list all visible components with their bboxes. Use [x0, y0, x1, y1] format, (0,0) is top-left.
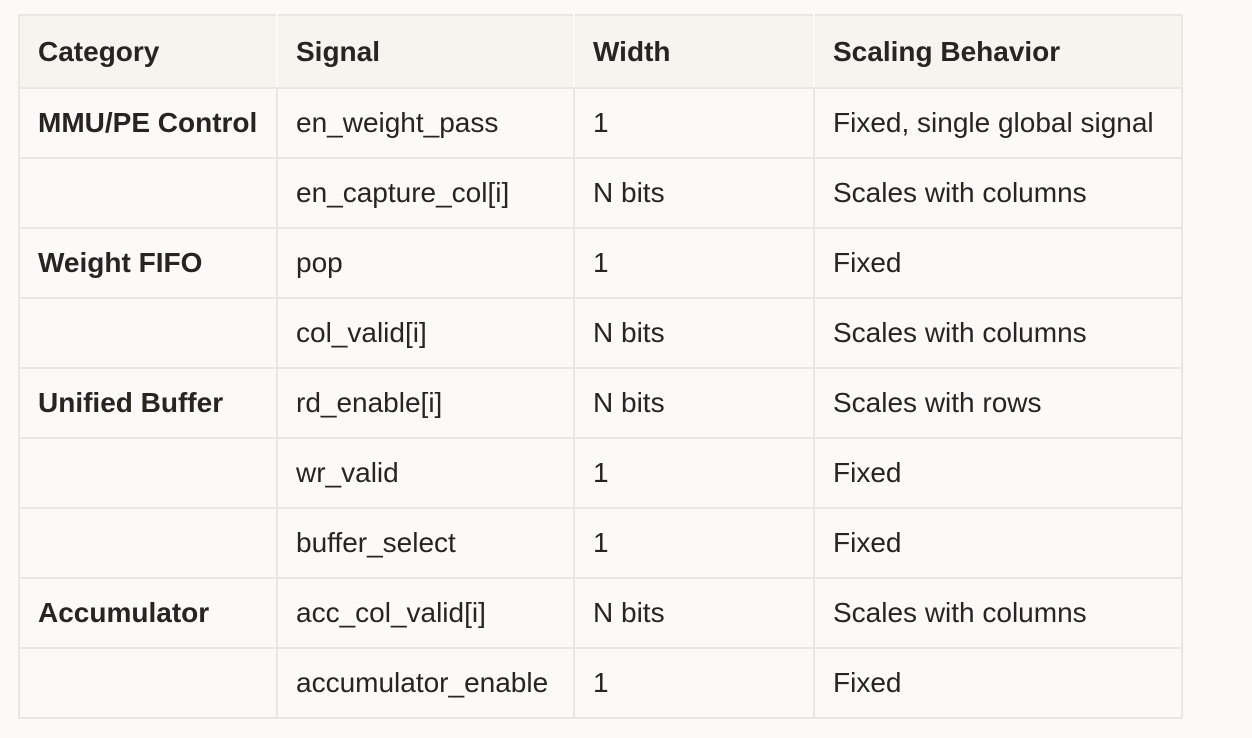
cell-signal: en_capture_col[i]	[276, 157, 575, 229]
table-body: MMU/PE Control en_weight_pass 1 Fixed, s…	[18, 87, 1183, 719]
cell-category	[18, 297, 278, 369]
table-row: col_valid[i] N bits Scales with columns	[18, 297, 1183, 369]
cell-scaling: Fixed	[813, 437, 1183, 509]
cell-signal: buffer_select	[276, 507, 575, 579]
cell-signal: pop	[276, 227, 575, 299]
table-container: Category Signal Width Scaling Behavior M…	[18, 14, 1183, 719]
cell-scaling: Scales with columns	[813, 577, 1183, 649]
table-row: Weight FIFO pop 1 Fixed	[18, 227, 1183, 299]
cell-category	[18, 507, 278, 579]
cell-category: Accumulator	[18, 577, 278, 649]
cell-scaling: Scales with rows	[813, 367, 1183, 439]
cell-scaling: Scales with columns	[813, 157, 1183, 229]
signal-scaling-table: Category Signal Width Scaling Behavior M…	[18, 14, 1183, 719]
cell-signal: rd_enable[i]	[276, 367, 575, 439]
cell-category: MMU/PE Control	[18, 87, 278, 159]
cell-width: N bits	[573, 157, 815, 229]
cell-category: Weight FIFO	[18, 227, 278, 299]
cell-scaling: Scales with columns	[813, 297, 1183, 369]
cell-scaling: Fixed	[813, 227, 1183, 299]
cell-scaling: Fixed, single global signal	[813, 87, 1183, 159]
table-row: MMU/PE Control en_weight_pass 1 Fixed, s…	[18, 87, 1183, 159]
cell-scaling: Fixed	[813, 507, 1183, 579]
cell-signal: acc_col_valid[i]	[276, 577, 575, 649]
cell-width: 1	[573, 647, 815, 719]
cell-category	[18, 437, 278, 509]
table-row: accumulator_enable 1 Fixed	[18, 647, 1183, 719]
cell-width: 1	[573, 227, 815, 299]
cell-width: N bits	[573, 367, 815, 439]
cell-width: 1	[573, 507, 815, 579]
cell-width: N bits	[573, 577, 815, 649]
cell-width: N bits	[573, 297, 815, 369]
cell-category: Unified Buffer	[18, 367, 278, 439]
table-row: en_capture_col[i] N bits Scales with col…	[18, 157, 1183, 229]
cell-width: 1	[573, 87, 815, 159]
table-row: Unified Buffer rd_enable[i] N bits Scale…	[18, 367, 1183, 439]
table-row: buffer_select 1 Fixed	[18, 507, 1183, 579]
cell-signal: col_valid[i]	[276, 297, 575, 369]
cell-signal: wr_valid	[276, 437, 575, 509]
table-header: Category Signal Width Scaling Behavior	[18, 14, 1183, 89]
cell-category	[18, 647, 278, 719]
cell-scaling: Fixed	[813, 647, 1183, 719]
column-header-category: Category	[18, 14, 278, 89]
column-header-width: Width	[573, 14, 815, 89]
cell-signal: en_weight_pass	[276, 87, 575, 159]
table-row: Accumulator acc_col_valid[i] N bits Scal…	[18, 577, 1183, 649]
column-header-scaling: Scaling Behavior	[813, 14, 1183, 89]
header-row: Category Signal Width Scaling Behavior	[18, 14, 1183, 89]
cell-category	[18, 157, 278, 229]
table-row: wr_valid 1 Fixed	[18, 437, 1183, 509]
cell-signal: accumulator_enable	[276, 647, 575, 719]
cell-width: 1	[573, 437, 815, 509]
column-header-signal: Signal	[276, 14, 575, 89]
